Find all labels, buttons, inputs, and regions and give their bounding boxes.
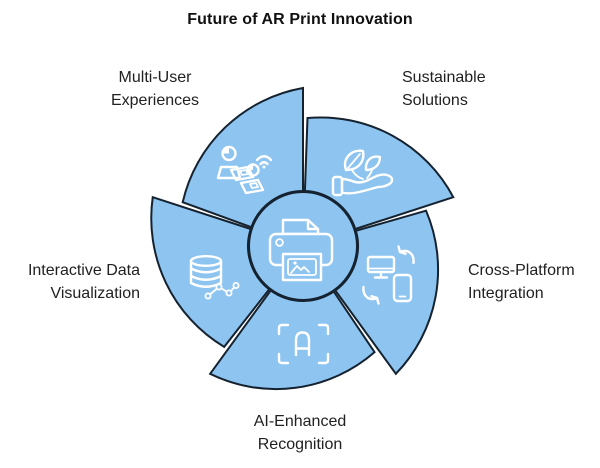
database-chart-icon: [189, 255, 240, 300]
printer-icon: [268, 218, 334, 282]
segment-label-ai-enhanced: AI-Enhanced Recognition: [253, 413, 347, 453]
device-sync-icon: [362, 245, 415, 305]
segment-label-cross-platform: Cross-Platform Integration: [468, 262, 575, 302]
diagram-title: Future of AR Print Innovation: [187, 11, 413, 28]
segment-label-interactive-data: Interactive Data Visualization: [27, 262, 140, 302]
segment-label-sustainable: Sustainable Solutions: [402, 69, 486, 109]
multi-user-icon: [216, 145, 273, 195]
leaf-in-hand-icon: [331, 149, 394, 197]
ai-scan-icon: [277, 323, 330, 365]
segment-label-multi-user: Multi-User Experiences: [110, 69, 200, 109]
